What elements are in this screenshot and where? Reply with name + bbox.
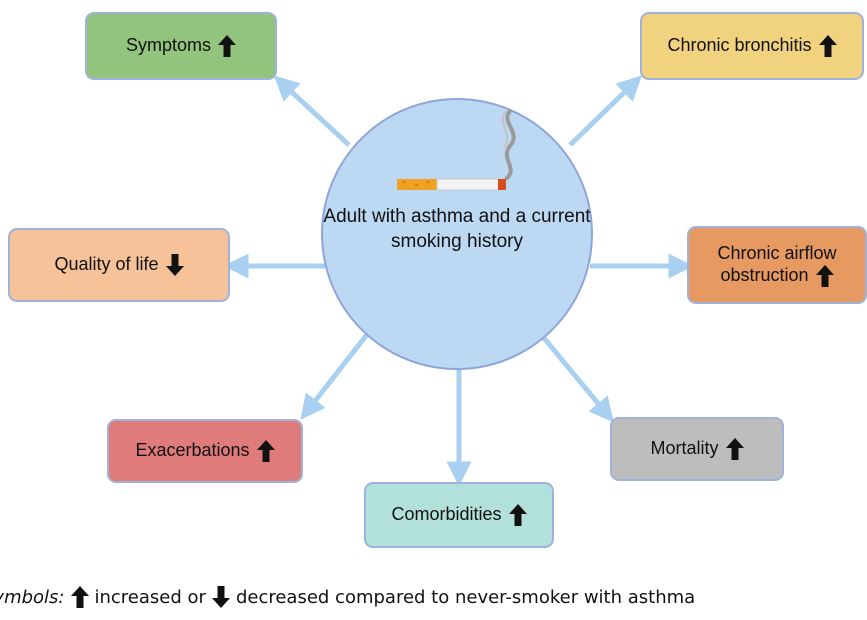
- connector-chronic-bronchitis: [568, 75, 642, 147]
- center-circle: [321, 98, 593, 370]
- center-label: Adult with asthma and a current smoking …: [323, 206, 591, 253]
- legend-increased-text: increased or: [94, 586, 206, 608]
- outcome-label-line2: obstruction: [720, 265, 809, 285]
- outcome-chronic-bronchitis: Chronic bronchitis: [640, 12, 864, 80]
- legend-arrow-down-icon: [211, 586, 230, 608]
- connector-mortality: [532, 324, 614, 423]
- arrow-up-icon: [725, 438, 744, 460]
- arrow-up-icon: [256, 440, 275, 462]
- outcome-comorbidities: Comorbidities: [364, 482, 554, 548]
- connector-symptoms: [273, 75, 351, 147]
- arrow-down-icon: [165, 254, 184, 276]
- outcome-label: Exacerbations: [135, 440, 250, 461]
- outcome-symptoms: Symptoms: [85, 12, 277, 80]
- arrow-up-icon: [508, 504, 527, 526]
- outcome-label: Chronic bronchitis: [667, 35, 812, 56]
- outcome-chronic-airflow-obstruction: Chronic airflow obstruction: [687, 226, 867, 304]
- arrow-up-icon: [218, 35, 237, 57]
- legend-label: Symbols:: [0, 586, 65, 608]
- legend-arrow-up-icon: [70, 586, 89, 608]
- outcome-label: Symptoms: [125, 35, 212, 56]
- arrow-up-icon: [818, 35, 837, 57]
- outcome-exacerbations: Exacerbations: [107, 419, 303, 483]
- arrow-up-icon: [815, 264, 834, 287]
- legend-decreased-text: decreased compared to never-smoker with …: [235, 586, 696, 608]
- outcome-mortality: Mortality: [610, 417, 784, 481]
- outcome-label-line1: Chronic airflow: [717, 243, 837, 264]
- outcome-label: Comorbidities: [391, 504, 502, 525]
- cigarette-icon: [397, 109, 516, 191]
- connector-exacerbations: [300, 321, 378, 420]
- outcome-quality-of-life: Quality of life: [8, 228, 230, 302]
- outcome-label: Quality of life: [54, 254, 159, 275]
- outcome-label: Mortality: [650, 438, 719, 459]
- legend: Symbols: increased or decreased compared…: [0, 586, 695, 608]
